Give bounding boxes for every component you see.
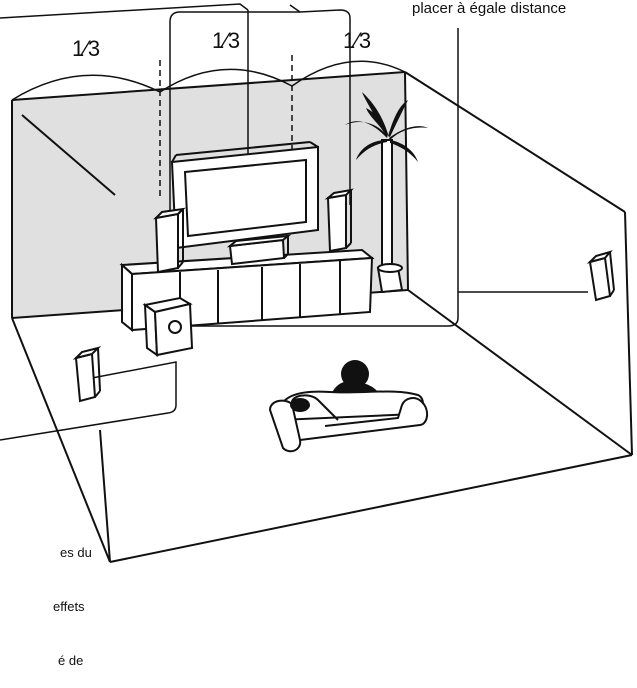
center-speaker: [226, 234, 292, 266]
top-right-caption: placer à égale distance: [412, 0, 567, 17]
sofa-with-listener: [268, 360, 428, 453]
front-right-speaker: [324, 188, 354, 253]
fraction-label-right: 1⁄3: [343, 28, 371, 53]
caption-line-2: effets: [53, 599, 85, 614]
television: [170, 141, 319, 250]
surround-left-speaker: [72, 346, 102, 403]
caption-line-3: é de: [58, 653, 84, 668]
surround-right-speaker: [586, 250, 615, 302]
bottom-left-caption-fragment: es du effets é de: [0, 508, 92, 688]
front-left-speaker: [153, 207, 186, 274]
caption-line-1: es du: [60, 545, 92, 560]
potted-plant: [345, 92, 428, 294]
fraction-label-center: 1⁄3: [212, 28, 240, 53]
subwoofer: [142, 296, 194, 357]
leader-lines: [0, 3, 588, 441]
speaker-placement-diagram: 1⁄3 1⁄3 1⁄3: [0, 3, 633, 563]
room-walls: [11, 71, 633, 563]
fraction-label-left: 1⁄3: [72, 36, 100, 61]
